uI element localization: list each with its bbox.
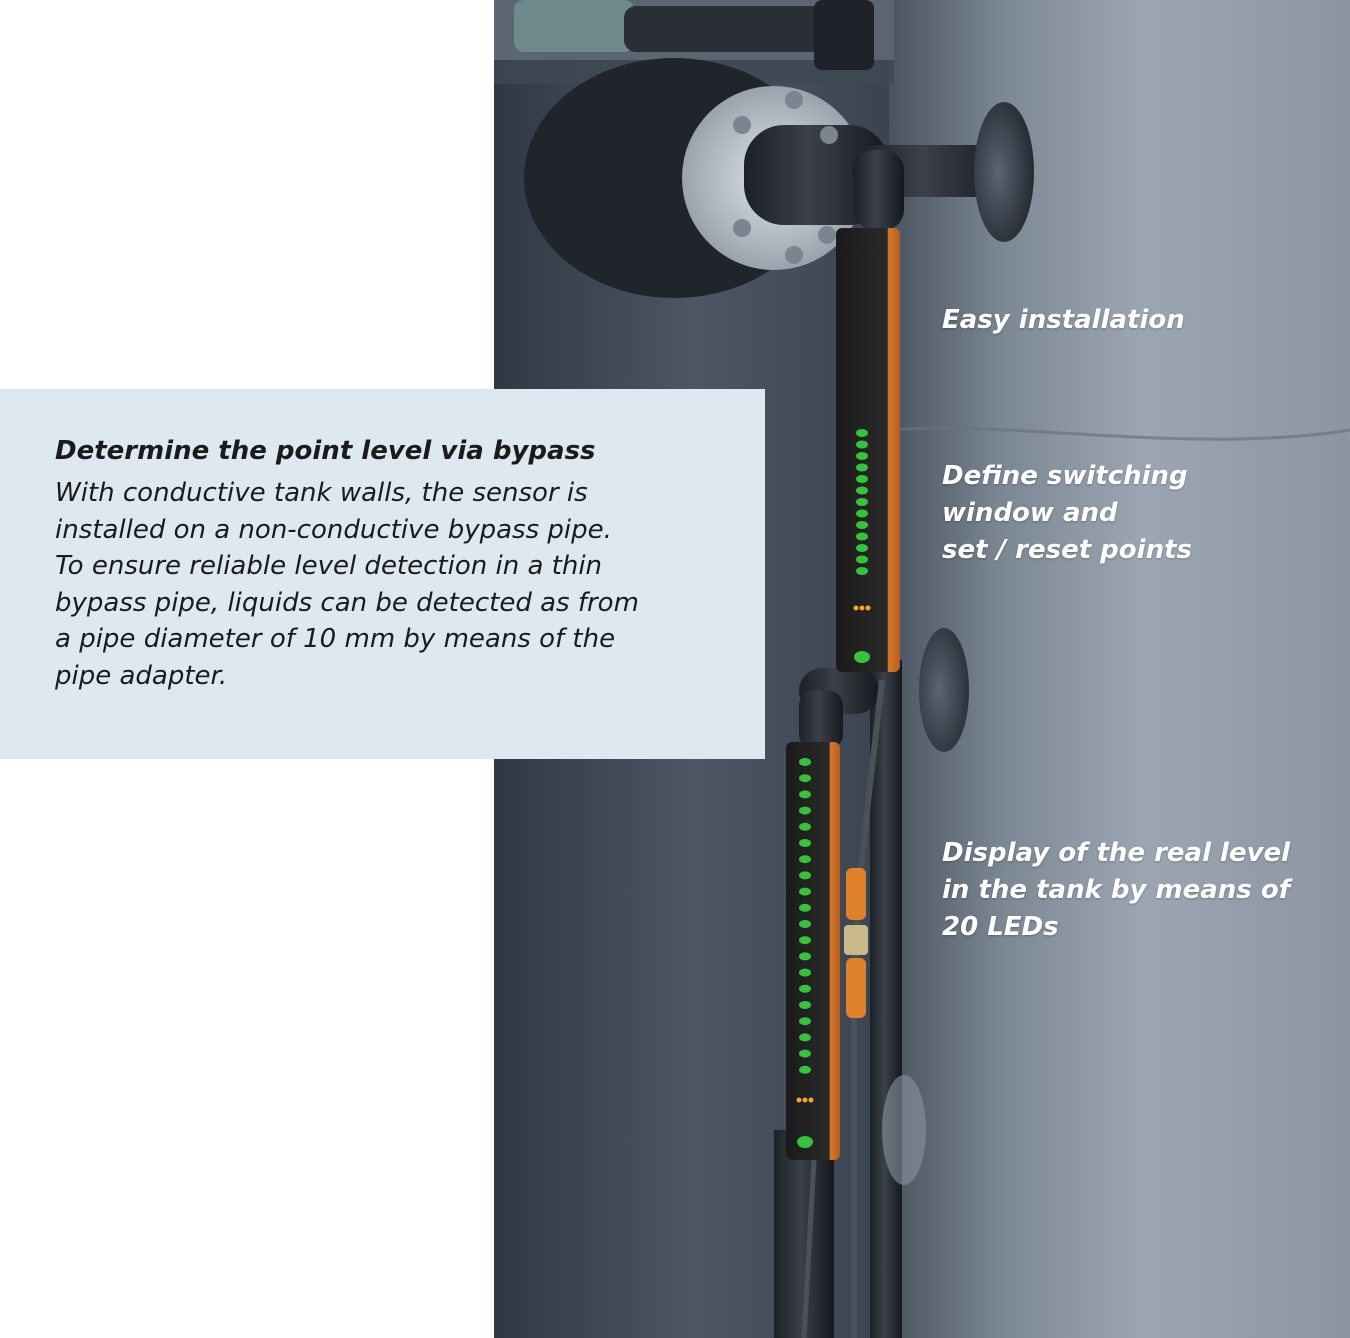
level-led: [799, 903, 811, 912]
level-led: [799, 968, 811, 977]
level-led: [856, 429, 868, 437]
level-led: [856, 544, 868, 552]
level-led: [799, 774, 811, 783]
level-led: [799, 887, 811, 896]
info-body: With conductive tank walls, the sensor i…: [55, 478, 639, 691]
level-led: [799, 920, 811, 928]
level-led: [799, 1017, 811, 1026]
status-led: [865, 605, 871, 611]
level-led: [856, 555, 868, 564]
level-led: [799, 1049, 811, 1058]
level-led: [856, 567, 868, 575]
caption-easy-installation: Easy installation: [942, 305, 1185, 335]
level-led: [799, 952, 811, 961]
level-led: [856, 509, 868, 518]
status-led: [808, 1097, 814, 1103]
caption-switching-window: Define switching window and set / reset …: [942, 461, 1192, 565]
level-led: [856, 498, 868, 506]
level-led: [799, 839, 811, 847]
level-led: [799, 758, 811, 766]
info-title: Determine the point level via bypass: [55, 436, 596, 466]
level-led: [799, 1001, 811, 1009]
power-led: [797, 1136, 813, 1148]
level-led: [799, 806, 811, 815]
level-led: [856, 452, 868, 460]
caption-led-display: Display of the real level in the tank by…: [942, 838, 1291, 942]
status-led: [802, 1097, 808, 1103]
level-led: [799, 822, 811, 831]
level-led: [799, 871, 811, 880]
level-led: [856, 440, 868, 449]
level-led: [799, 984, 811, 993]
level-led: [856, 463, 868, 472]
status-led: [853, 605, 859, 611]
status-led: [796, 1097, 802, 1103]
status-led: [859, 605, 865, 611]
level-led: [799, 936, 811, 945]
level-led: [799, 855, 811, 864]
level-led: [856, 486, 868, 495]
level-led: [799, 790, 811, 799]
level-led: [856, 521, 868, 529]
level-led: [856, 475, 868, 483]
info-box: Determine the point level via bypass Wit…: [0, 389, 765, 759]
power-led: [854, 651, 870, 663]
level-led: [799, 1033, 811, 1042]
level-led: [799, 1065, 811, 1074]
level-led: [856, 532, 868, 541]
